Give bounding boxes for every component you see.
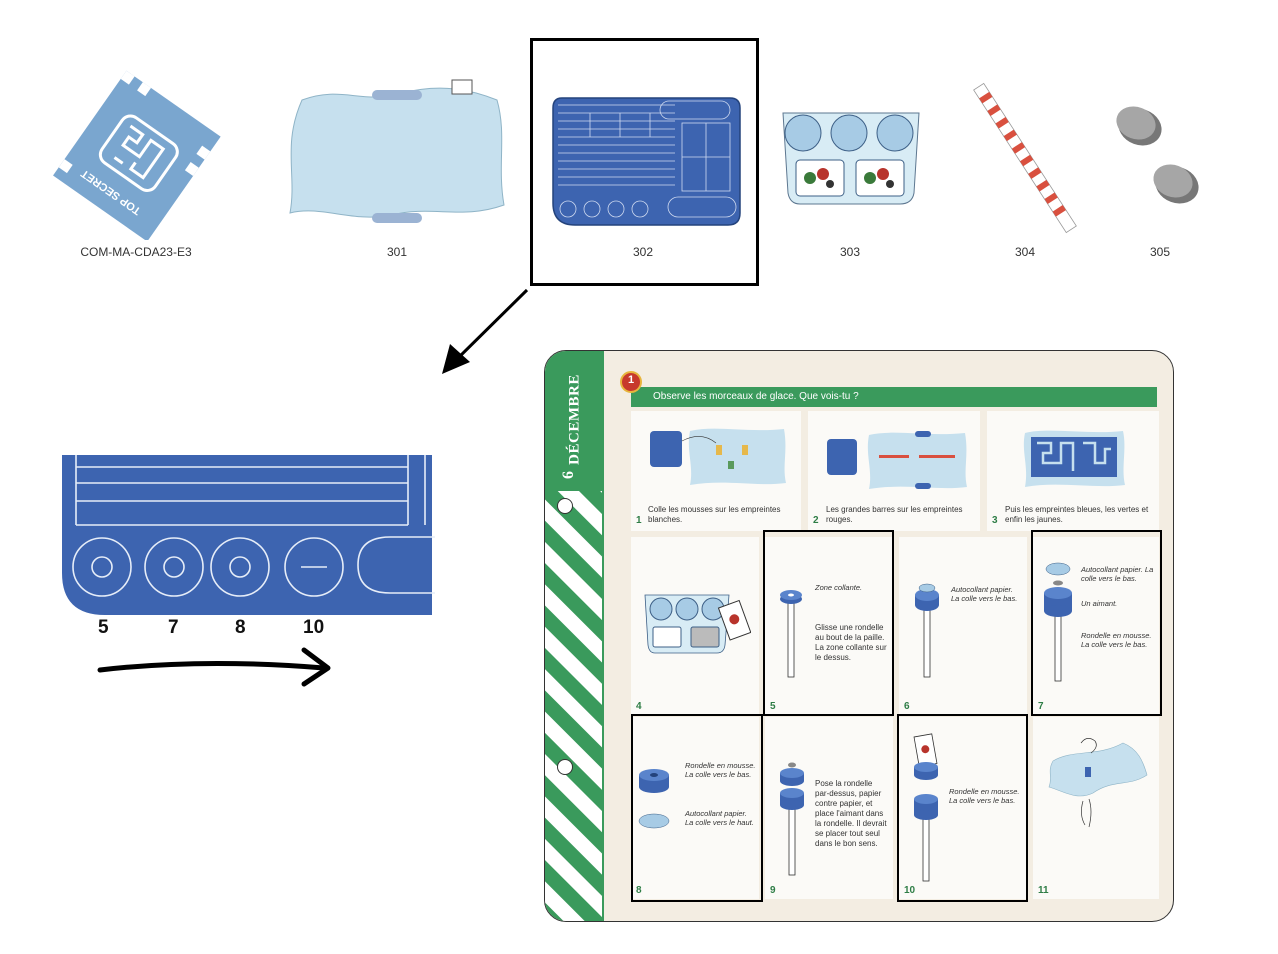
- step-9-caption: Pose la rondelle par-dessus, papier cont…: [815, 779, 887, 848]
- step-7-note-magnet: Un aimant.: [1081, 599, 1118, 608]
- step-cell-6: Autocollant papier. La colle vers le bas…: [899, 537, 1027, 715]
- foam-board-icon: [552, 97, 741, 226]
- card-day: 6: [560, 471, 577, 479]
- ice-sheet-icon: [289, 79, 505, 223]
- step-cell-9: Pose la rondelle par-dessus, papier cont…: [765, 717, 893, 899]
- step-1-number: 1: [636, 515, 642, 526]
- step-badge-number: 1: [627, 374, 635, 386]
- step-cell-7: Autocollant papier. La colle vers le bas…: [1033, 537, 1159, 715]
- part-label-301: 301: [386, 245, 408, 259]
- highlight-step-10: [897, 714, 1028, 902]
- part-label-304: 304: [1014, 245, 1036, 259]
- step-11-illustration-icon: [1048, 738, 1148, 828]
- part-label-305: 305: [1149, 245, 1171, 259]
- step-7-note-sticker: Autocollant papier. La colle vers le bas…: [1081, 565, 1154, 583]
- step-cell-2: 2 Les grandes barres sur les empreintes …: [808, 411, 980, 531]
- zoom-number-10: 10: [303, 617, 325, 638]
- step-3-caption: Puis les empreintes bleues, les vertes e…: [1005, 505, 1149, 524]
- step-5-illustration-icon: [780, 590, 802, 678]
- step-2-number: 2: [813, 515, 819, 526]
- step-1-illustration-icon: [650, 428, 786, 485]
- step-6-illustration-icon: [915, 583, 939, 678]
- highlight-step-7: [1031, 530, 1162, 716]
- step-3-illustration-icon: [1023, 430, 1125, 487]
- step-8-number: 8: [636, 885, 642, 896]
- step-10-number: 10: [904, 885, 916, 896]
- mask-tray-icon: [782, 112, 920, 205]
- zoom-pointer-arrow-icon: [442, 288, 529, 374]
- step-cell-5: Zone collante. Glisse une rondelle au bo…: [765, 537, 893, 715]
- zoom-number-5: 5: [98, 617, 109, 638]
- part-label-302: 302: [632, 245, 654, 259]
- card-month: DÉCEMBRE: [566, 374, 583, 465]
- order-arrow-icon: [97, 647, 331, 687]
- step-10-note: Rondelle en mousse. La colle vers le bas…: [949, 787, 1020, 805]
- instruction-card: DÉCEMBRE 6 Observe les morceaux de glace…: [544, 350, 1174, 922]
- step-9-number: 9: [770, 885, 776, 896]
- step-5-caption: Glisse une rondelle au bout de la paille…: [815, 623, 887, 662]
- straw-icon: [973, 82, 1077, 234]
- highlight-step-8: [631, 714, 763, 902]
- step-6-note: Autocollant papier. La colle vers le bas…: [951, 585, 1018, 603]
- step-2-illustration-icon: [827, 431, 967, 489]
- zoom-number-8: 8: [235, 617, 246, 638]
- part-label-card: COM-MA-CDA23-E3: [80, 245, 192, 259]
- step-cell-1: 1 Colle les mousses sur les empreintes b…: [631, 411, 801, 531]
- step-6-number: 6: [904, 701, 910, 712]
- highlight-step-5: [763, 530, 894, 716]
- step-5-number: 5: [770, 701, 776, 712]
- step-cell-11: 11: [1033, 717, 1159, 899]
- header-text: Observe les morceaux de glace. Que vois-…: [653, 391, 859, 402]
- binder-hole-bottom: [557, 759, 573, 775]
- step-1-caption: Colle les mousses sur les empreintes bla…: [648, 505, 781, 524]
- step-8-note-foam: Rondelle en mousse. La colle vers le bas…: [685, 761, 756, 779]
- step-cell-10: Rondelle en mousse. La colle vers le bas…: [899, 717, 1027, 899]
- step-10-illustration-icon: [913, 733, 938, 882]
- part-302-highlight[interactable]: [530, 38, 759, 286]
- step-9-illustration-icon: [780, 762, 804, 876]
- magnets-icon: [1116, 106, 1199, 204]
- step-2-caption: Les grandes barres sur les empreintes ro…: [826, 505, 963, 524]
- step-7-illustration-icon: [1044, 562, 1072, 682]
- step-8-illustration-icon: [638, 769, 670, 829]
- step-4-number: 4: [636, 701, 642, 712]
- step-cell-4: 4: [631, 537, 759, 715]
- zoomed-board-icon: [62, 455, 435, 615]
- header-bar: [631, 387, 1157, 407]
- step-7-note-foam: Rondelle en mousse. La colle vers le bas…: [1081, 631, 1152, 649]
- step-5-note: Zone collante.: [815, 583, 863, 592]
- binder-hole-top: [557, 498, 573, 514]
- step-4-illustration-icon: [644, 594, 751, 654]
- step-badge: [620, 371, 642, 393]
- step-cell-8: Rondelle en mousse. La colle vers le bas…: [631, 717, 759, 899]
- step-7-number: 7: [1038, 701, 1044, 712]
- part-label-303: 303: [839, 245, 861, 259]
- step-cell-3: 3 Puis les empreintes bleues, les vertes…: [987, 411, 1159, 531]
- step-3-number: 3: [992, 515, 998, 526]
- step-11-number: 11: [1038, 885, 1049, 896]
- step-8-note-sticker: Autocollant papier. La colle vers le hau…: [685, 809, 754, 827]
- side-band: [545, 351, 604, 921]
- top-secret-card-icon: TOP SECRET: [53, 70, 221, 240]
- zoom-number-7: 7: [168, 617, 179, 638]
